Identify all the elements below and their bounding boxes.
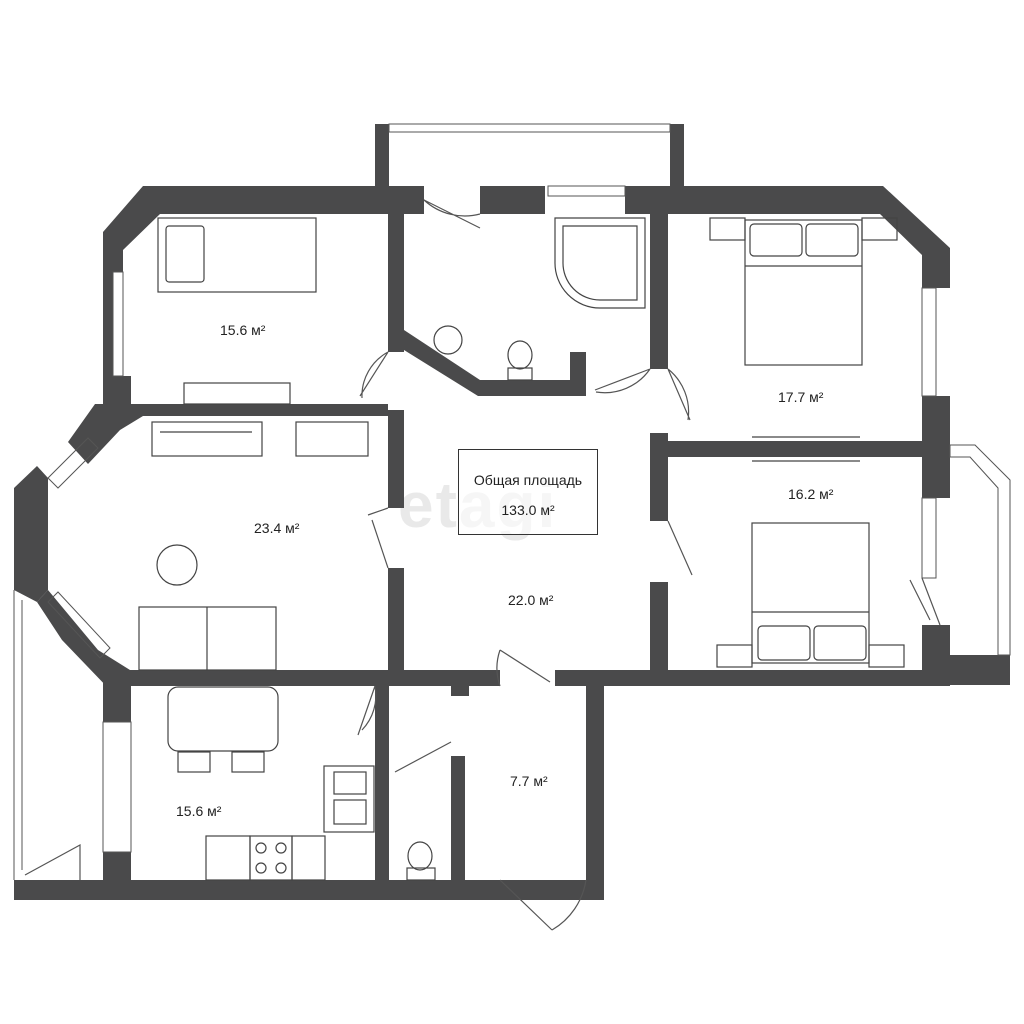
furniture — [138, 217, 905, 881]
room-area-bedroom-top-right: 17.7 м² — [778, 389, 824, 405]
room-area-bedroom-mid-right: 16.2 м² — [788, 486, 834, 502]
room-area-entrance: 7.7 м² — [510, 773, 548, 789]
room-area-kitchen: 15.6 м² — [176, 803, 222, 819]
doors — [24, 199, 941, 931]
total-area-value: 133.0 м² — [501, 502, 555, 518]
walls — [14, 124, 1010, 900]
room-area-living-room: 23.4 м² — [254, 520, 300, 536]
total-area-title: Общая площадь — [473, 472, 583, 488]
room-area-bedroom-top-left: 15.6 м² — [220, 322, 266, 338]
room-area-hall: 22.0 м² — [508, 592, 554, 608]
total-area-box: Общая площадь 133.0 м² — [458, 449, 598, 535]
windows — [13, 123, 1011, 880]
